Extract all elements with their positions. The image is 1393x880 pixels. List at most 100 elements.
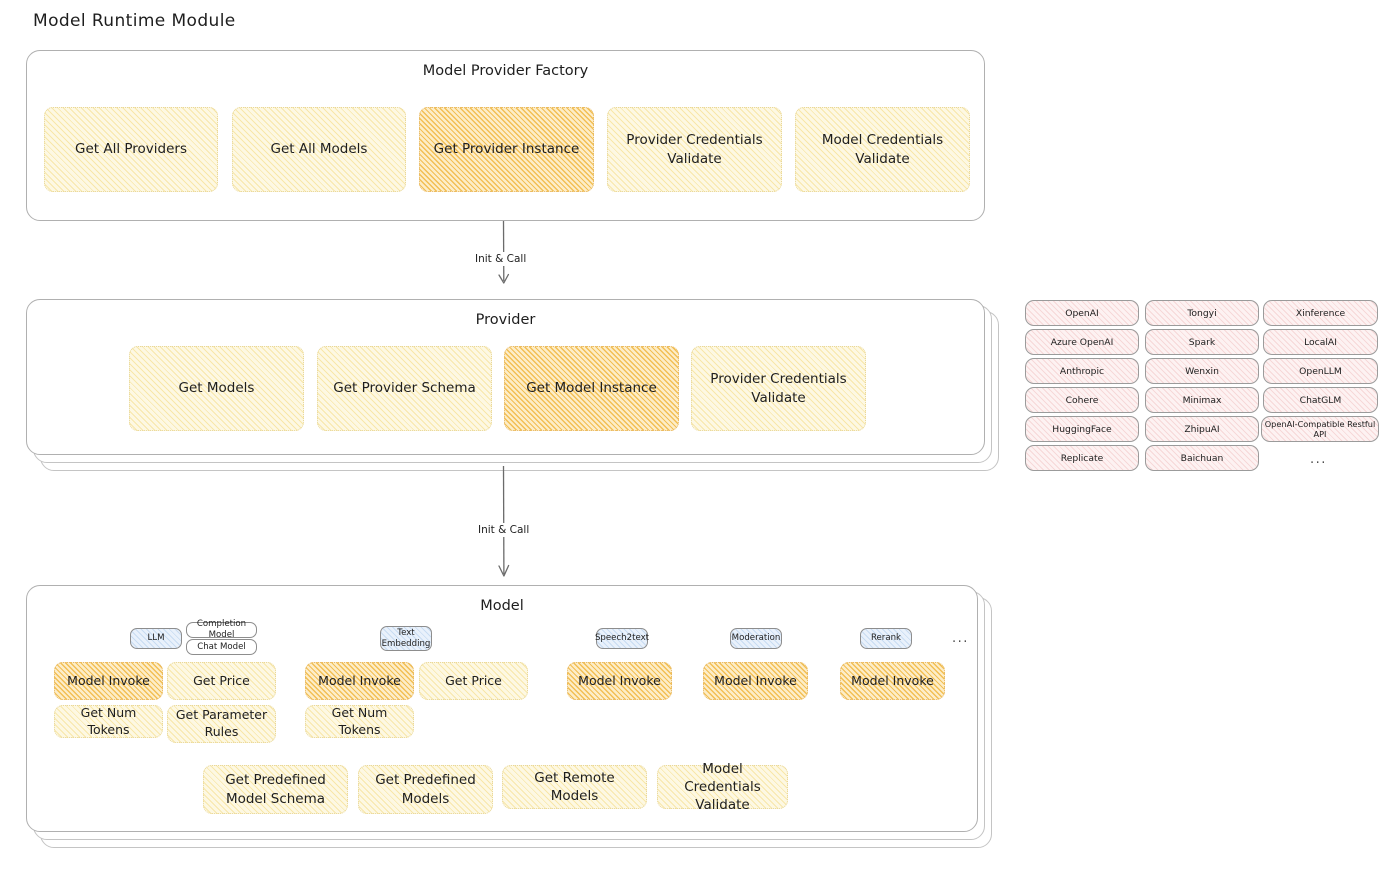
pill-label: ZhipuAI <box>1184 423 1220 435</box>
op-label: Model Invoke <box>714 672 797 688</box>
model-type-badge-moderation[interactable]: Moderation <box>730 628 782 649</box>
pill-label: Tongyi <box>1187 307 1217 319</box>
badge-label: Moderation <box>731 633 781 644</box>
factory-op-provider-credentials-validate[interactable]: Provider Credentials Validate <box>607 107 782 192</box>
provider-pill-localai[interactable]: LocalAI <box>1263 329 1378 355</box>
op-label: Model Invoke <box>67 672 150 688</box>
factory-op-model-credentials-validate[interactable]: Model Credentials Validate <box>795 107 970 192</box>
op-label: Get Remote Models <box>534 769 615 804</box>
op-label: Provider Credentials Validate <box>710 371 847 406</box>
provider-title: Provider <box>475 312 536 328</box>
op-label: Get Predefined Model Schema <box>225 772 326 807</box>
op-label: Get Predefined Models <box>375 772 476 807</box>
op-label: Get Num Tokens <box>80 704 137 737</box>
op-label: Model Credentials Validate <box>684 760 761 814</box>
pill-label: HuggingFace <box>1052 423 1112 435</box>
provider-pill-spark[interactable]: Spark <box>1145 329 1259 355</box>
pill-label: Baichuan <box>1180 452 1224 464</box>
op-label: Model Invoke <box>318 672 401 688</box>
model-moderation-op-model-invoke[interactable]: Model Invoke <box>703 662 808 700</box>
op-label: Model Invoke <box>851 672 934 688</box>
pill-label: Wenxin <box>1185 365 1219 377</box>
provider-pill-huggingface[interactable]: HuggingFace <box>1025 416 1139 442</box>
op-label: Get Model Instance <box>526 380 657 397</box>
op-label: Get Price <box>193 672 250 688</box>
provider-list-more-ellipsis: ... <box>1310 452 1327 467</box>
factory-title: Model Provider Factory <box>422 63 589 79</box>
model-llm-op-get-parameter-rules[interactable]: Get Parameter Rules <box>167 705 276 743</box>
model-llm-op-model-invoke[interactable]: Model Invoke <box>54 662 163 700</box>
model-common-op-get-remote-models[interactable]: Get Remote Models <box>502 765 647 809</box>
arrow-factory-to-provider <box>498 221 510 284</box>
provider-pill-azure-openai[interactable]: Azure OpenAI <box>1025 329 1139 355</box>
provider-pill-baichuan[interactable]: Baichuan <box>1145 445 1259 471</box>
provider-pill-anthropic[interactable]: Anthropic <box>1025 358 1139 384</box>
model-subtype-badge-chat-model[interactable]: Chat Model <box>186 639 257 655</box>
model-common-op-get-predefined-models[interactable]: Get Predefined Models <box>358 765 493 814</box>
model-text-embedding-op-get-num-tokens[interactable]: Get Num Tokens <box>305 705 414 738</box>
pill-label: ChatGLM <box>1299 394 1342 406</box>
provider-pill-chatglm[interactable]: ChatGLM <box>1263 387 1378 413</box>
pill-label: Spark <box>1188 336 1216 348</box>
model-title: Model <box>480 598 524 614</box>
provider-pill-wenxin[interactable]: Wenxin <box>1145 358 1259 384</box>
badge-label: LLM <box>147 633 165 644</box>
badge-label: Completion Model <box>196 619 247 640</box>
provider-pill-tongyi[interactable]: Tongyi <box>1145 300 1259 326</box>
badge-label: Text Embedding <box>381 627 431 649</box>
op-label: Provider Credentials Validate <box>626 132 763 167</box>
factory-op-get-provider-instance[interactable]: Get Provider Instance <box>419 107 594 192</box>
arrow-provider-to-model <box>498 466 510 577</box>
model-subtype-badge-completion-model[interactable]: Completion Model <box>186 619 257 640</box>
pill-label: Anthropic <box>1059 365 1105 377</box>
arrow-label-init-and-call-1: Init & Call <box>471 252 531 266</box>
model-llm-op-get-num-tokens[interactable]: Get Num Tokens <box>54 705 163 738</box>
provider-op-get-provider-schema[interactable]: Get Provider Schema <box>317 346 492 431</box>
op-label: Get Parameter Rules <box>175 707 268 739</box>
pill-label: OpenAI-Compatible Restful API <box>1264 419 1376 439</box>
pill-label: LocalAI <box>1304 336 1337 348</box>
provider-pill-openllm[interactable]: OpenLLM <box>1263 358 1378 384</box>
model-types-more-ellipsis: ... <box>952 631 969 646</box>
badge-label: Rerank <box>870 633 902 644</box>
provider-pill-zhipuai[interactable]: ZhipuAI <box>1145 416 1259 442</box>
model-type-badge-speech2text[interactable]: Speech2text <box>594 628 650 649</box>
page-title: Model Runtime Module <box>33 11 236 31</box>
pill-label: OpenAI <box>1065 307 1099 319</box>
provider-pill-replicate[interactable]: Replicate <box>1025 445 1139 471</box>
model-text-embedding-op-model-invoke[interactable]: Model Invoke <box>305 662 414 700</box>
model-common-op-get-predefined-model-schema[interactable]: Get Predefined Model Schema <box>203 765 348 814</box>
model-speech2text-op-model-invoke[interactable]: Model Invoke <box>567 662 672 700</box>
provider-op-provider-credentials-validate[interactable]: Provider Credentials Validate <box>691 346 866 431</box>
model-type-badge-text-embedding[interactable]: Text Embedding <box>380 626 432 651</box>
factory-op-get-all-providers[interactable]: Get All Providers <box>44 107 218 192</box>
factory-op-get-all-models[interactable]: Get All Models <box>232 107 406 192</box>
badge-label: Speech2text <box>594 633 650 644</box>
op-label: Get All Models <box>270 141 368 158</box>
op-label: Model Credentials Validate <box>821 132 944 167</box>
model-common-op-model-credentials-validate[interactable]: Model Credentials Validate <box>657 761 788 813</box>
model-type-badge-rerank[interactable]: Rerank <box>860 628 912 649</box>
provider-pill-openai-compatible-restful-api[interactable]: OpenAI-Compatible Restful API <box>1261 416 1379 442</box>
model-llm-op-get-price[interactable]: Get Price <box>167 662 276 700</box>
model-text-embedding-op-get-price[interactable]: Get Price <box>419 662 528 700</box>
provider-pill-cohere[interactable]: Cohere <box>1025 387 1139 413</box>
provider-pill-xinference[interactable]: Xinference <box>1263 300 1378 326</box>
pill-label: OpenLLM <box>1299 365 1342 377</box>
provider-op-get-model-instance[interactable]: Get Model Instance <box>504 346 679 431</box>
op-label: Get Provider Schema <box>333 380 476 397</box>
provider-pill-minimax[interactable]: Minimax <box>1145 387 1259 413</box>
pill-label: Cohere <box>1065 394 1099 406</box>
pill-label: Replicate <box>1060 452 1104 464</box>
provider-pill-openai[interactable]: OpenAI <box>1025 300 1139 326</box>
op-label: Get Price <box>445 672 502 688</box>
op-label: Get Provider Instance <box>433 141 580 158</box>
model-type-badge-llm[interactable]: LLM <box>130 628 182 649</box>
arrow-label-init-and-call-2: Init & Call <box>474 523 534 537</box>
op-label: Get Models <box>178 380 255 397</box>
provider-op-get-models[interactable]: Get Models <box>129 346 304 431</box>
model-rerank-op-model-invoke[interactable]: Model Invoke <box>840 662 945 700</box>
op-label: Get All Providers <box>75 141 187 158</box>
pill-label: Azure OpenAI <box>1050 336 1114 348</box>
